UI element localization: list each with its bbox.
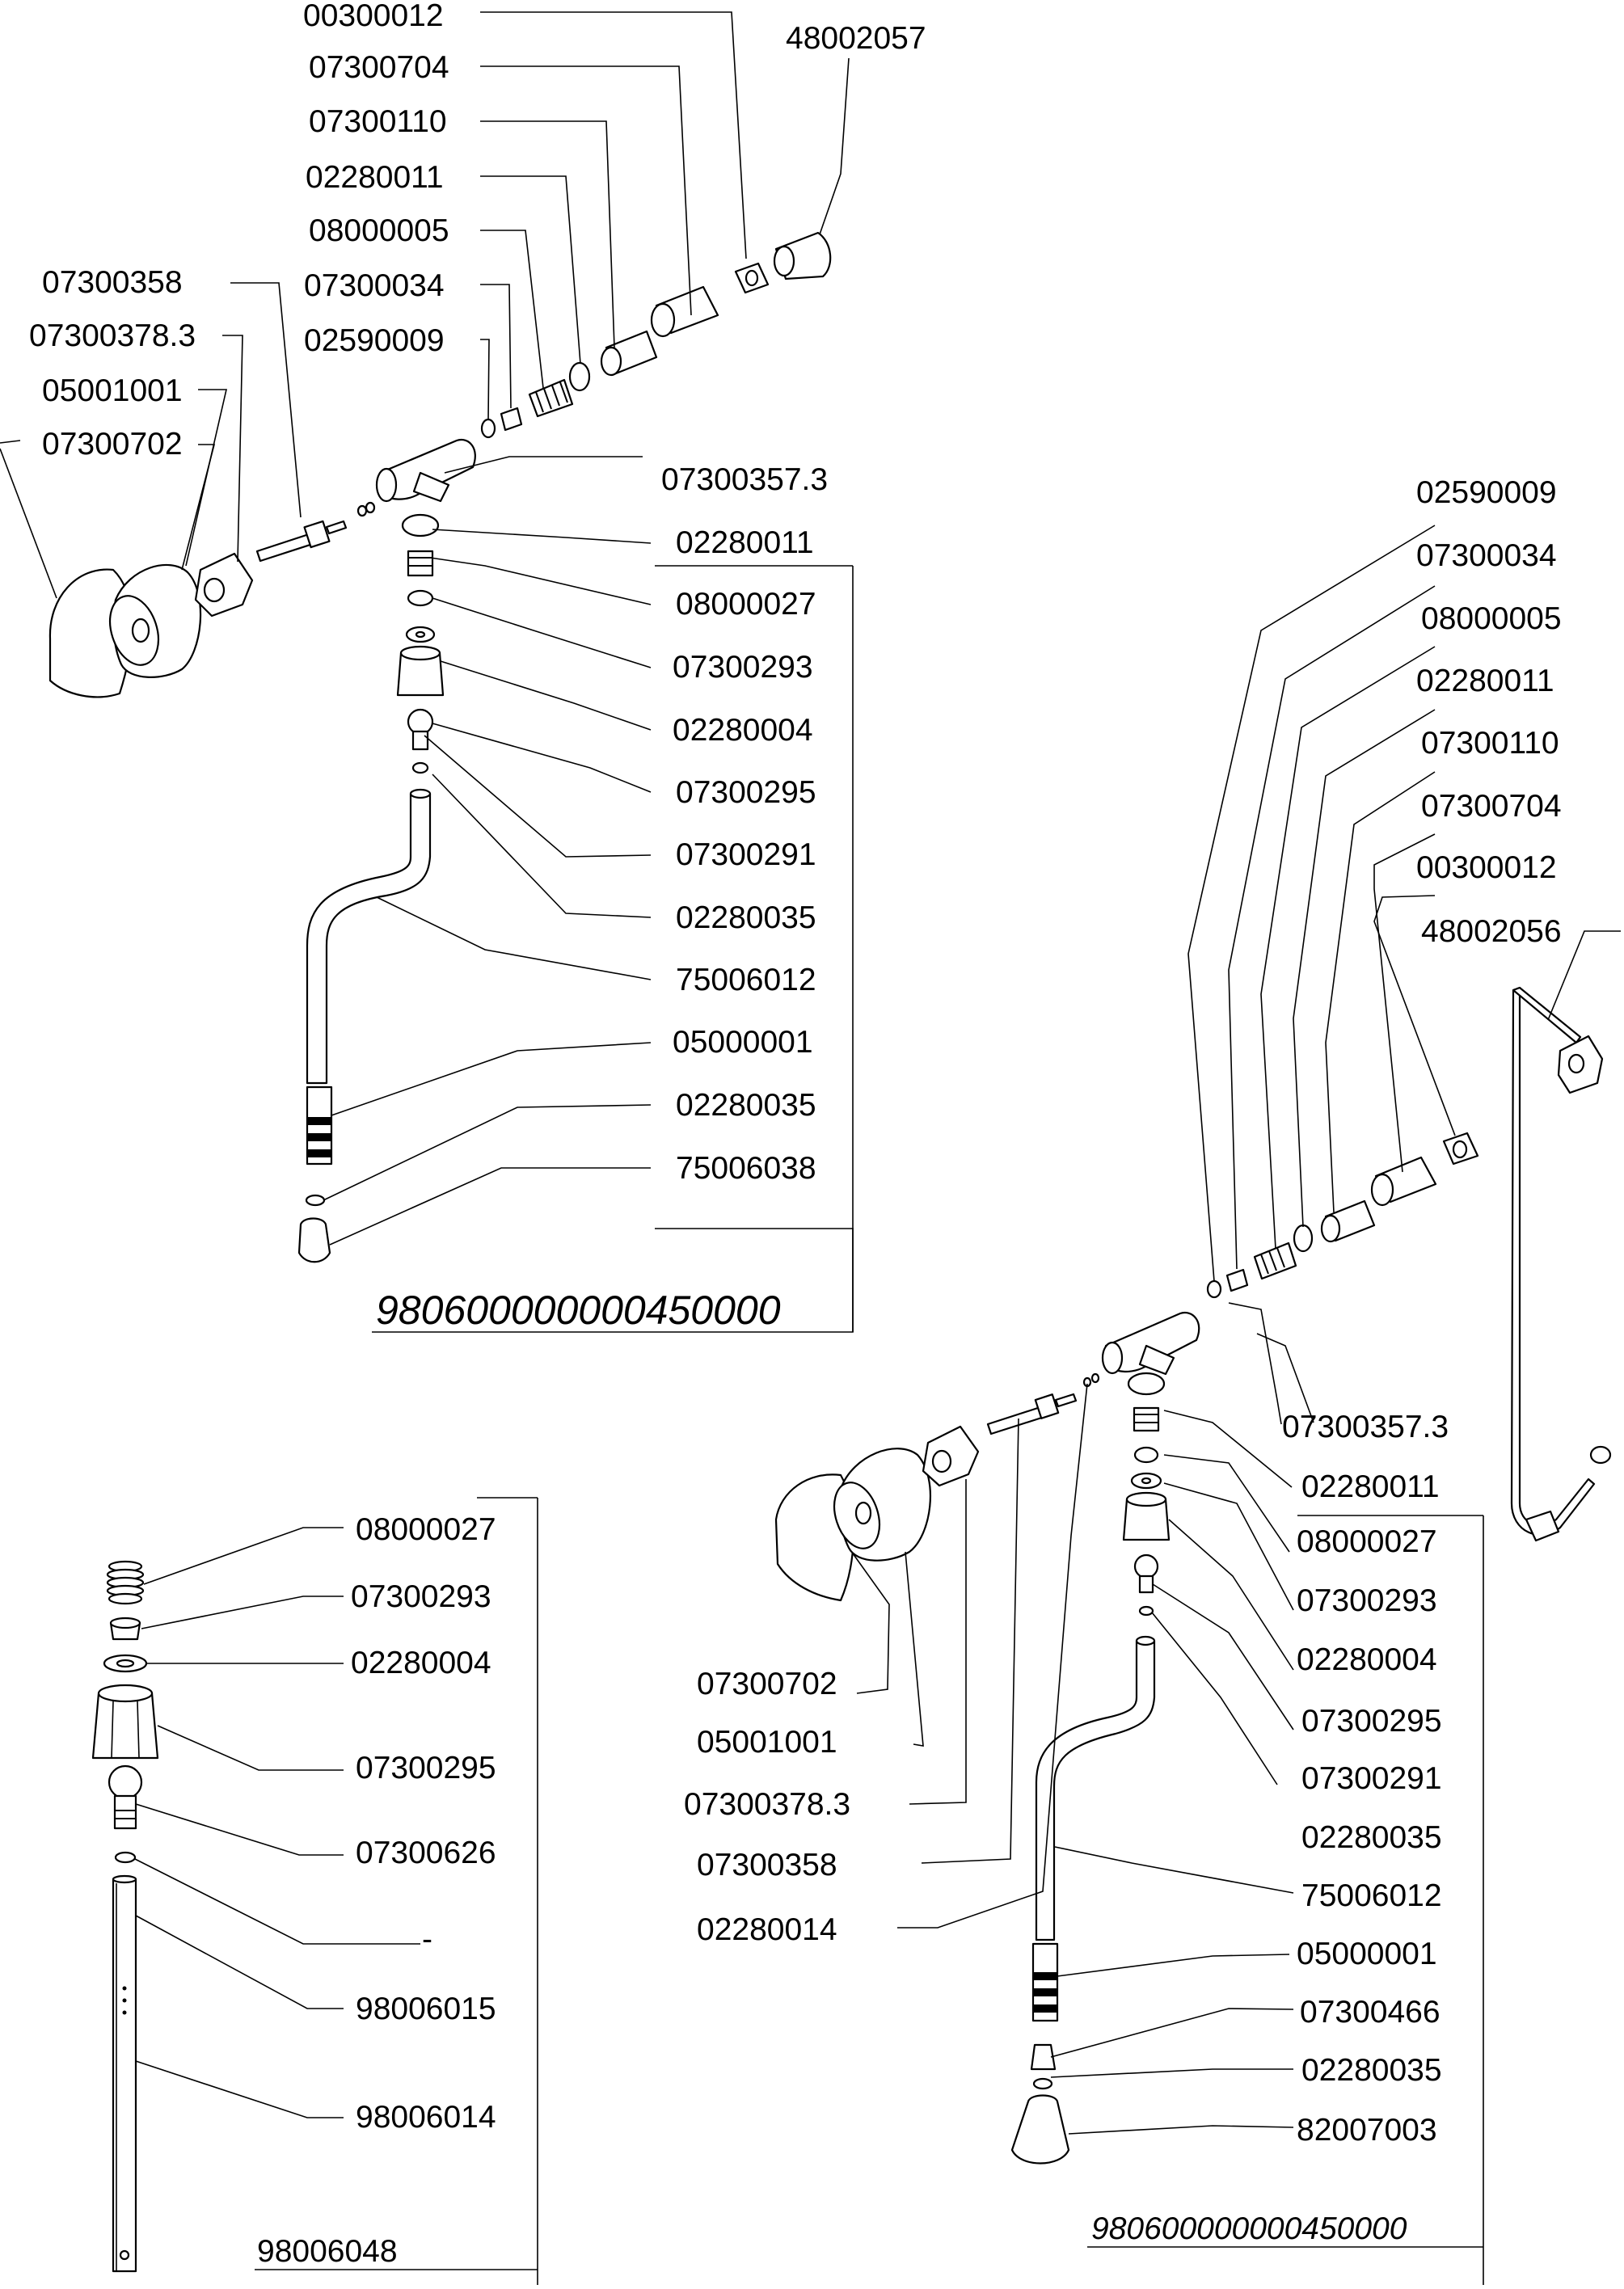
right-label-00300012: 00300012 [1416, 850, 1557, 885]
label-05001001: 05001001 [42, 373, 183, 408]
bottom-label-98006014: 98006014 [356, 2100, 496, 2135]
right-list-07300295: 07300295 [1301, 1704, 1442, 1739]
list-label-02280004: 02280004 [673, 713, 813, 748]
list-label-07300295: 07300295 [676, 775, 816, 810]
label-02590009: 02590009 [304, 323, 445, 358]
right-list-07300293: 07300293 [1297, 1583, 1437, 1618]
list-label-02280035: 02280035 [676, 900, 816, 935]
right-label-07300702: 07300702 [697, 1667, 837, 1701]
assembly-top-left: 00300012 07300704 07300110 02280011 0800… [0, 0, 926, 1333]
label-07300702: 07300702 [42, 427, 183, 462]
assembly-top-left-leaders [0, 11, 854, 1333]
right-label-07300034: 07300034 [1416, 538, 1557, 573]
right-list-07300466: 07300466 [1300, 1995, 1441, 2030]
right-list-02280004: 02280004 [1297, 1642, 1437, 1677]
list-label-02280035-b: 02280035 [676, 1088, 816, 1123]
right-list-02280035-b: 02280035 [1301, 2053, 1442, 2088]
right-label-07300110: 07300110 [1421, 726, 1559, 761]
bottom-label-07300626: 07300626 [356, 1836, 496, 1870]
assembly-top-left-part-number: 980600000000450000 [376, 1288, 781, 1333]
bottom-label-98006015: 98006015 [356, 1992, 496, 2026]
right-label-07300704: 07300704 [1421, 789, 1562, 824]
bottom-label-07300295: 07300295 [356, 1751, 496, 1785]
assembly-bottom-left-part-number: 98006048 [257, 2234, 398, 2269]
bottom-label-08000027: 08000027 [356, 1512, 496, 1547]
assembly-bottom-left-labels: 08000027 07300293 02280004 07300295 0730… [257, 1512, 496, 2269]
right-list-75006012: 75006012 [1301, 1878, 1442, 1913]
right-list-82007003: 82007003 [1297, 2113, 1437, 2148]
assembly-bottom-left: 08000027 07300293 02280004 07300295 0730… [91, 1497, 538, 2285]
right-list-05000001: 05000001 [1297, 1937, 1437, 1971]
label-07300110: 07300110 [309, 104, 447, 139]
label-02280011: 02280011 [306, 160, 444, 195]
assembly-right: 02590009 07300034 08000005 02280011 0730… [684, 475, 1621, 2285]
list-label-08000027: 08000027 [676, 587, 816, 622]
list-label-02280011: 02280011 [676, 525, 814, 560]
right-label-07300378-3: 07300378.3 [684, 1787, 850, 1822]
assembly-right-part-number: 980600000000450000 [1091, 2211, 1407, 2246]
assembly-bottom-left-parts [91, 1560, 159, 2273]
right-list-07300291: 07300291 [1301, 1761, 1442, 1796]
right-list-02280035: 02280035 [1301, 1820, 1442, 1855]
list-label-07300293: 07300293 [673, 650, 813, 685]
list-label-05000001: 05000001 [673, 1025, 813, 1060]
right-list-08000027: 08000027 [1297, 1524, 1437, 1559]
right-list-07300357-3: 07300357.3 [1282, 1410, 1449, 1444]
assembly-bottom-left-leaders [134, 1497, 538, 2285]
list-label-75006012: 75006012 [676, 963, 816, 997]
right-label-08000005: 08000005 [1421, 601, 1562, 636]
right-list-02280011: 02280011 [1301, 1469, 1440, 1504]
assembly-top-left-labels: 00300012 07300704 07300110 02280011 0800… [29, 0, 926, 1333]
label-07300357-3: 07300357.3 [661, 462, 828, 497]
label-07300704: 07300704 [309, 50, 449, 85]
right-label-02280014: 02280014 [697, 1912, 837, 1947]
assembly-top-left-parts [49, 231, 832, 1263]
right-label-02280011: 02280011 [1416, 664, 1554, 698]
label-07300358: 07300358 [42, 265, 183, 300]
label-08000005: 08000005 [309, 213, 449, 248]
right-label-48002056: 48002056 [1421, 914, 1562, 949]
bottom-label-07300293: 07300293 [351, 1579, 491, 1614]
label-07300378-3: 07300378.3 [29, 318, 196, 353]
list-label-75006038: 75006038 [676, 1151, 816, 1186]
bottom-label-02280004: 02280004 [351, 1646, 491, 1680]
label-48002057: 48002057 [786, 21, 926, 56]
label-07300034: 07300034 [304, 268, 445, 303]
assembly-right-leaders [848, 525, 1621, 2285]
assembly-right-parts [774, 986, 1612, 2165]
bottom-label-dash: - [422, 1922, 432, 1957]
assembly-right-labels: 02590009 07300034 08000005 02280011 0730… [684, 475, 1562, 2246]
right-label-05001001: 05001001 [697, 1725, 837, 1760]
right-label-07300358: 07300358 [697, 1848, 837, 1882]
list-label-07300291: 07300291 [676, 837, 816, 872]
right-label-02590009: 02590009 [1416, 475, 1557, 510]
label-00300012: 00300012 [303, 0, 444, 33]
